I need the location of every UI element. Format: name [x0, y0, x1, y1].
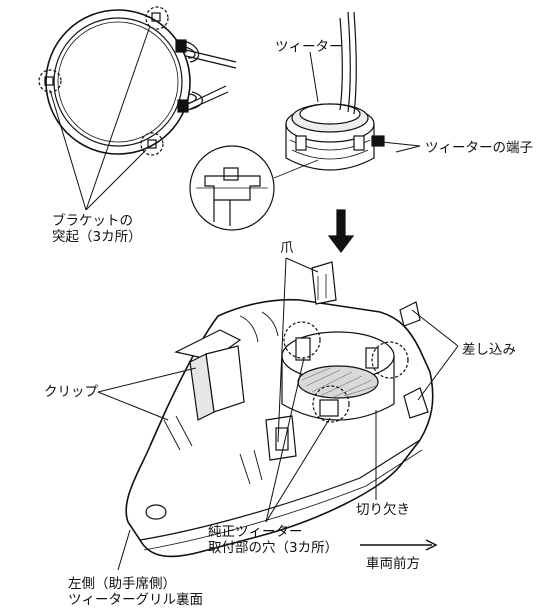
- label-tweeter-terminal: ツィーターの端子: [425, 140, 533, 156]
- bracket-protrusion-marks: [38, 6, 169, 156]
- protrusion-details: [44, 12, 161, 149]
- tweeter-mount: [281, 331, 395, 421]
- grill-leader-lines: [97, 257, 459, 571]
- vehicle-front-arrow: [360, 539, 438, 551]
- bracket-leader-lines: [49, 25, 151, 211]
- down-arrow: [327, 209, 355, 253]
- label-insert: 差し込み: [462, 342, 516, 358]
- label-oem-hole: 純正ツィーター 取付部の穴（3カ所）: [208, 524, 338, 556]
- label-bracket-line2: 突起（3カ所）: [52, 229, 142, 245]
- claw-piece: [311, 261, 337, 305]
- label-notch: 切り欠き: [356, 502, 410, 518]
- magnified-inset: [189, 145, 319, 231]
- mount-hole-marks: [283, 321, 409, 423]
- tweeter-leader: [309, 51, 319, 103]
- label-bracket-protrusion: ブラケットの 突起（3カ所）: [52, 213, 142, 245]
- label-grill-line1: 左側（助手席側）: [68, 576, 176, 592]
- label-oem-hole-line2: 取付部の穴（3カ所）: [208, 540, 339, 556]
- label-oem-hole-line1: 純正ツィーター: [208, 524, 303, 540]
- label-bracket-line1: ブラケットの: [52, 213, 133, 229]
- label-claw: 爪: [280, 240, 294, 256]
- label-grill-rear: 左側（助手席側） ツィーターグリル裏面: [68, 576, 203, 608]
- terminal-leaders: [381, 141, 421, 153]
- bracket-ring: [45, 9, 237, 155]
- label-vehicle-front: 車両前方: [366, 556, 420, 572]
- insert-tabs: [399, 301, 429, 419]
- label-clip: クリップ: [44, 384, 98, 400]
- tweeter-unit: [285, 11, 385, 171]
- latch-piece: [265, 415, 297, 461]
- label-grill-line2: ツィーターグリル裏面: [68, 592, 203, 608]
- label-tweeter: ツィーター: [275, 39, 343, 55]
